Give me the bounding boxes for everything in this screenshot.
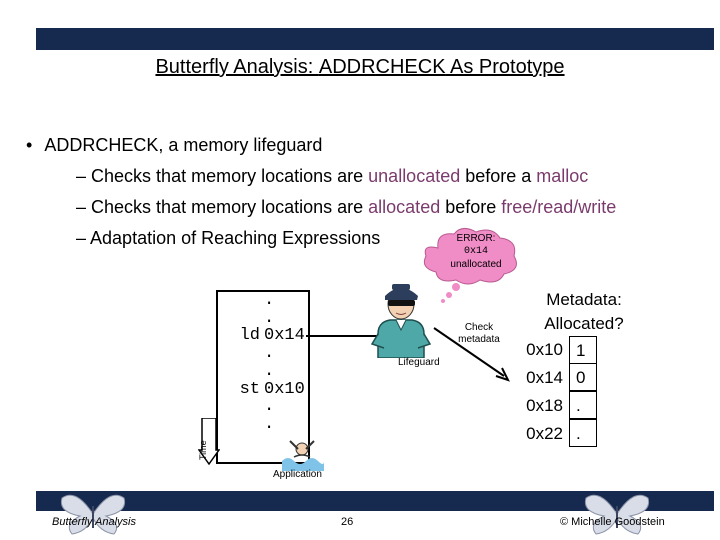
metadata-cell: .	[569, 391, 597, 419]
code-line: .	[264, 414, 275, 434]
page-number: 26	[341, 516, 354, 528]
error-message: ERROR: 0x14 unallocated	[434, 232, 518, 271]
error-line-address: 0x14	[463, 246, 488, 257]
code-line: .	[264, 344, 275, 364]
lifeguard-icon	[370, 284, 432, 358]
footer-title: Butterfly Analysis	[52, 516, 136, 528]
sub-bullet-reaching-expressions: – Adaptation of Reaching Expressions	[76, 228, 381, 248]
metadata-cell: 1	[569, 336, 597, 364]
footer-copyright: © Michelle Goodstein	[560, 516, 665, 528]
metadata-address: 0x18	[526, 396, 563, 415]
metadata-title-line1: Metadata:	[546, 290, 622, 309]
metadata-address: 0x10	[526, 340, 563, 359]
metadata-cell: 0	[569, 363, 597, 391]
sub-bullet-unallocated: – Checks that memory locations are unall…	[76, 166, 589, 186]
metadata-row: 0x10 1	[505, 336, 597, 364]
error-cloud-icon	[423, 228, 517, 285]
check-label-line2: metadata	[458, 334, 500, 345]
time-label: Time	[198, 440, 208, 460]
slide-title: Butterfly Analysis: ADDRCHECK As Prototy…	[155, 56, 565, 78]
check-label-line1: Check	[464, 322, 494, 333]
error-line-status: unallocated	[450, 259, 502, 270]
error-line-title: ERROR:	[456, 233, 496, 244]
code-line: .	[264, 308, 275, 328]
lifeguard-label: Lifeguard	[398, 357, 440, 368]
time-arrow-icon	[198, 418, 220, 466]
metadata-cell: .	[569, 419, 597, 447]
arrow-lifeguard-to-metadata-icon	[433, 327, 510, 382]
metadata-address: 0x14	[526, 368, 563, 387]
sub-bullet-allocated: – Checks that memory locations are alloc…	[76, 197, 617, 217]
metadata-title-line2: Allocated?	[544, 314, 624, 333]
metadata-row: 0x14 0	[505, 363, 597, 392]
metadata-address: 0x22	[526, 424, 563, 443]
metadata-row: 0x18.	[505, 391, 597, 420]
application-label: Application	[273, 469, 322, 480]
metadata-table: 0x10 1 0x14 0 0x18. 0x22.	[505, 336, 597, 448]
swimmer-icon	[282, 440, 324, 471]
check-metadata-label: Check metadata	[455, 322, 503, 346]
code-line: .	[264, 291, 275, 310]
bullet-main: •ADDRCHECK, a memory lifeguard	[26, 135, 323, 155]
footer-bar	[36, 491, 714, 511]
bullet-list: •ADDRCHECK, a memory lifeguard – Checks …	[26, 130, 616, 254]
cloud-bubble-icon	[441, 283, 460, 303]
code-line: .	[264, 397, 275, 417]
metadata-title: Metadata: Allocated?	[530, 288, 638, 336]
butterfly-logo-icon	[584, 494, 650, 535]
metadata-row: 0x22.	[505, 419, 597, 448]
code-line: .	[264, 361, 275, 381]
butterfly-logo-icon	[60, 494, 126, 535]
top-banner	[36, 28, 714, 50]
